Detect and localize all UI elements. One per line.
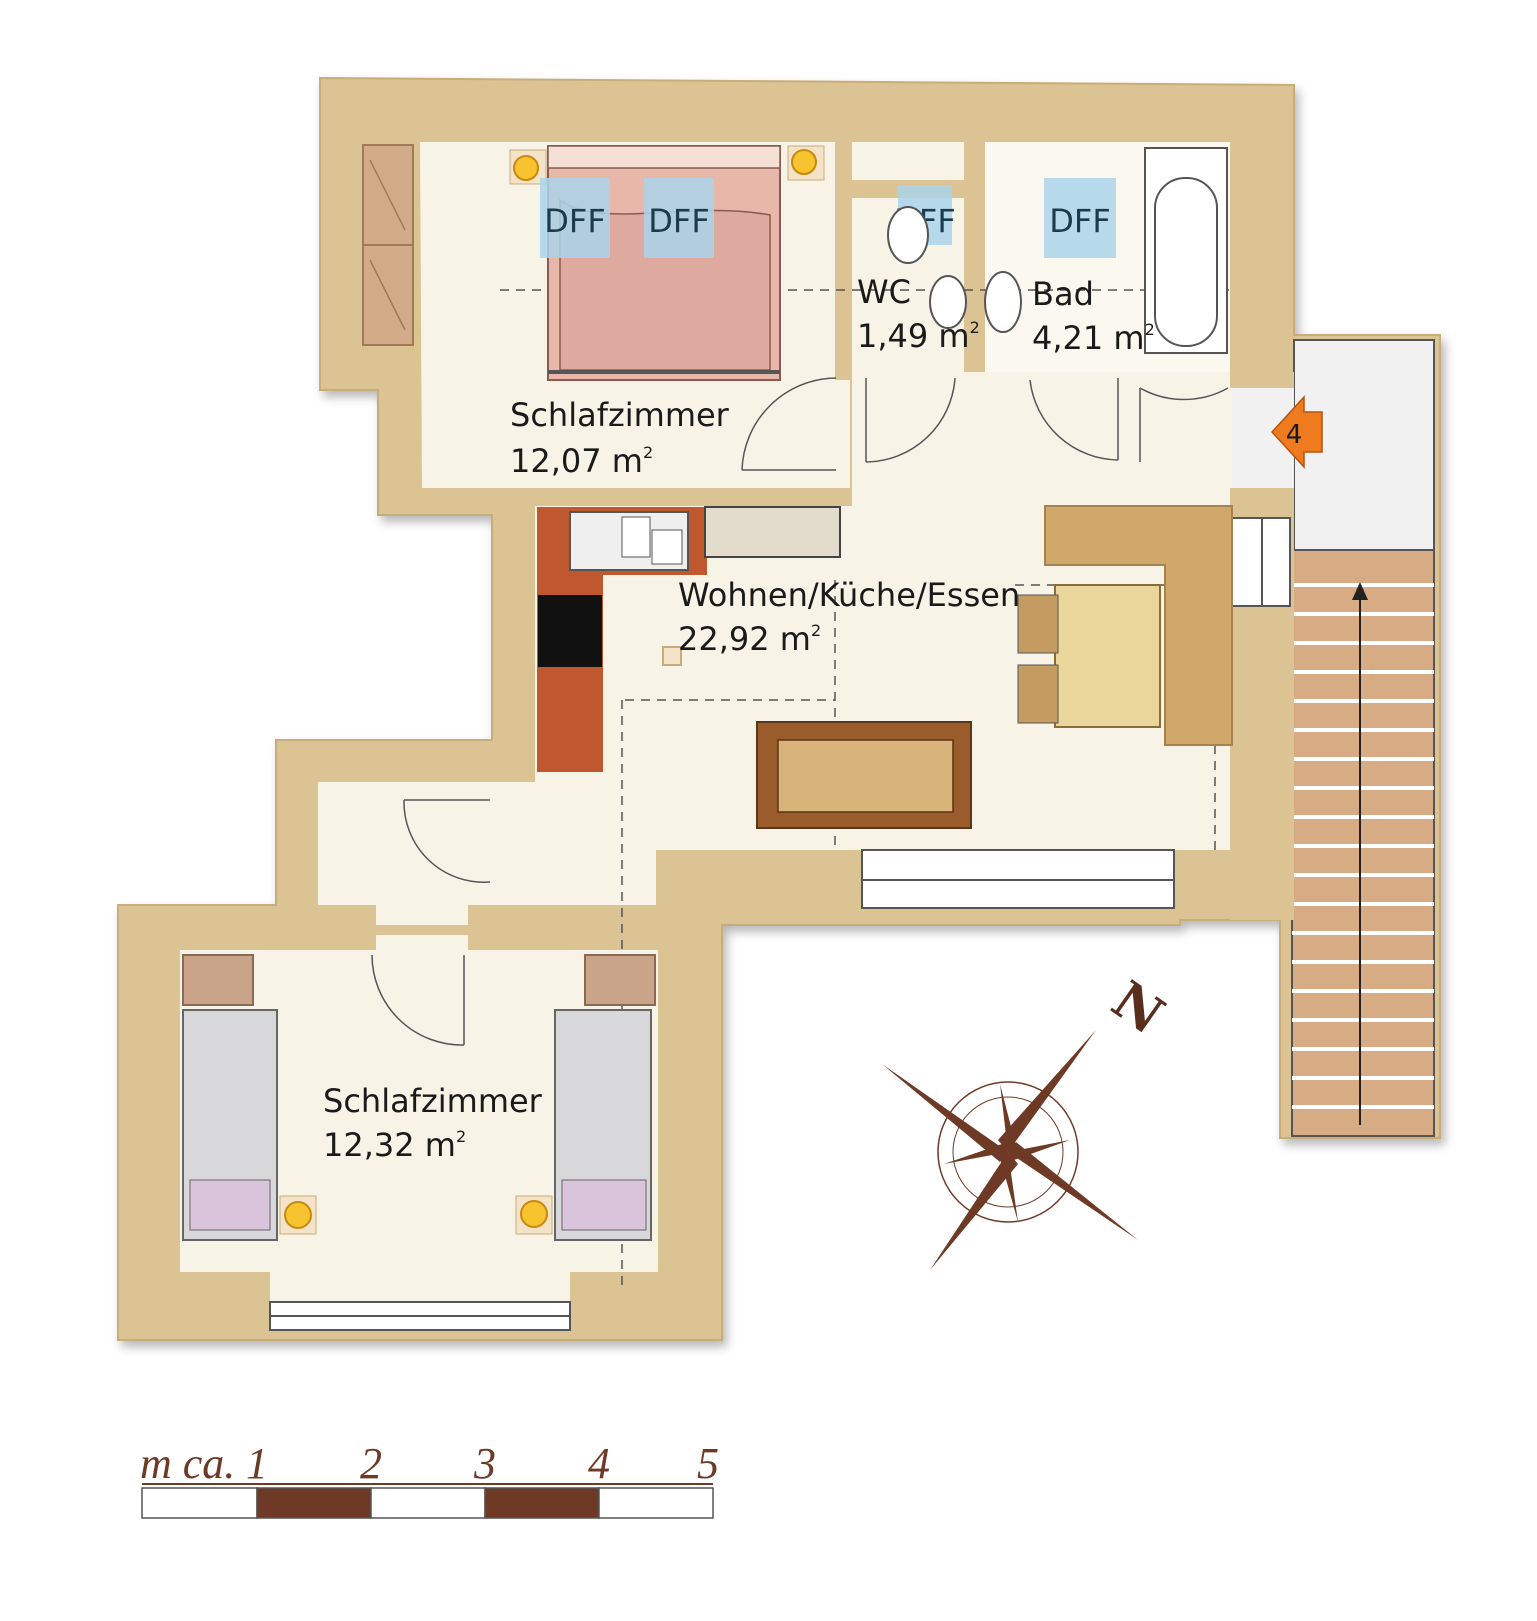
lamps (279, 145, 825, 1235)
scale-bar: m ca. 1 2 3 4 5 (140, 1439, 719, 1519)
room-area: 4,21 m (1032, 319, 1145, 357)
entrance-marker: 4 (1270, 395, 1323, 469)
windows (269, 517, 1291, 1331)
lamp-icon (515, 1195, 553, 1235)
single-beds (182, 954, 656, 1241)
scale-tick: 5 (697, 1439, 719, 1488)
room-name: Schlafzimmer (510, 396, 730, 434)
skylight-label: DFF (648, 202, 709, 240)
scale-tick: 1 (246, 1439, 268, 1488)
column (662, 646, 682, 666)
lamp-icon (787, 145, 825, 181)
room-area: 12,07 m (510, 442, 643, 480)
lamp-icon (279, 1195, 317, 1235)
scale-prefix: m ca. (140, 1439, 235, 1488)
skylight: DFF (540, 178, 610, 258)
svg-text:12,07 m2: 12,07 m2 (510, 442, 653, 480)
skylights: DFF DFF DFF DFF (540, 178, 1116, 258)
svg-text:1,49 m2: 1,49 m2 (857, 317, 980, 355)
staircase (1291, 549, 1435, 1137)
bath-sink-icon (984, 271, 1022, 333)
area-unit-sup: 2 (643, 443, 653, 462)
chair-icon (1017, 664, 1059, 724)
entrance-number: 4 (1286, 420, 1303, 450)
skylight: DFF (644, 178, 714, 258)
kitchen-counter (537, 506, 841, 772)
area-unit-sup: 2 (456, 1127, 466, 1146)
room-name: Schlafzimmer (323, 1082, 543, 1120)
wardrobe (362, 144, 414, 346)
landing (1232, 339, 1435, 551)
north-label: N (1101, 970, 1175, 1047)
dining (1017, 505, 1233, 746)
room-area: 22,92 m (678, 620, 811, 658)
room-labels: Schlafzimmer 12,07 m2 WC 1,49 m2 Bad 4,2… (323, 273, 1155, 1164)
doors (371, 377, 1229, 1046)
scale-tick: 4 (588, 1439, 610, 1488)
area-unit-sup: 2 (970, 318, 980, 337)
scale-tick: 3 (473, 1439, 496, 1488)
sanitary (887, 147, 1228, 354)
compass-rose: N (882, 970, 1175, 1270)
skylight-label: DFF (544, 202, 605, 240)
room-name: Wohnen/Küche/Essen (678, 576, 1020, 614)
svg-text:4,21 m2: 4,21 m2 (1032, 319, 1155, 357)
skylight-label: DFF (1049, 202, 1110, 240)
skylight: DFF (1044, 178, 1116, 258)
room-area: 1,49 m (857, 317, 970, 355)
wc-sink-icon (929, 275, 967, 329)
area-unit-sup: 2 (1145, 320, 1155, 339)
cooktop-icon (538, 595, 602, 667)
chair-icon (1017, 594, 1059, 654)
room-area: 12,32 m (323, 1126, 456, 1164)
toilet-icon (887, 206, 929, 264)
svg-text:22,92 m2: 22,92 m2 (678, 620, 821, 658)
area-unit-sup: 2 (811, 621, 821, 640)
svg-text:12,32 m2: 12,32 m2 (323, 1126, 466, 1164)
sofa (756, 721, 972, 829)
room-name: Bad (1032, 275, 1094, 313)
scale-tick: 2 (360, 1439, 382, 1488)
room-name: WC (857, 273, 911, 311)
